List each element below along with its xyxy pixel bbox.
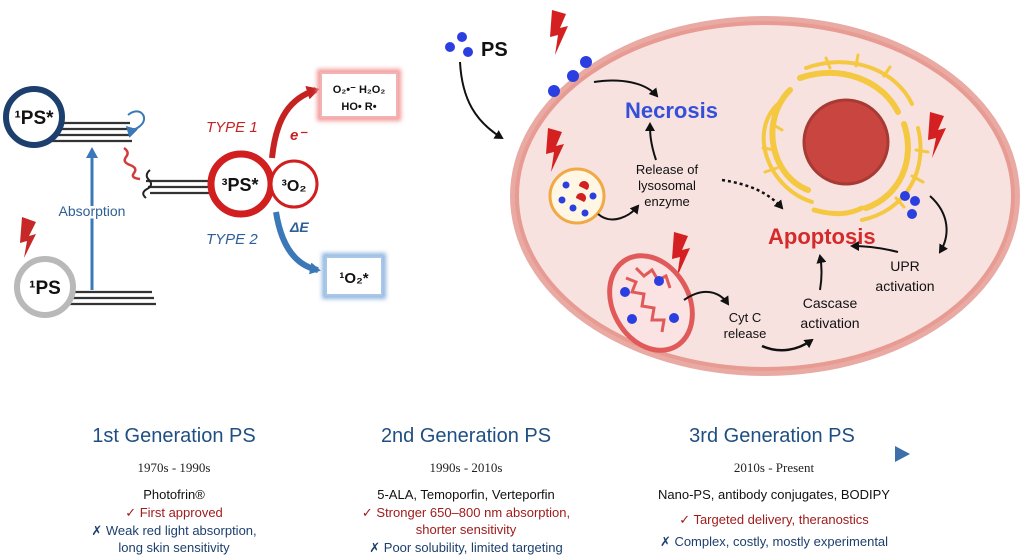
- cytc-release-arrow: [683, 290, 730, 306]
- gen3-period: 2010s - Present: [734, 460, 815, 475]
- gen1-pro-0: ✓ First approved: [125, 505, 223, 520]
- cytc-cascade-arrow: [761, 338, 814, 352]
- cytc-line2: release: [724, 326, 767, 341]
- gen3-con-0: ✗ Complex, costly, mostly experimental: [660, 534, 888, 549]
- gen3-pro-0: ✓ Targeted delivery, theranostics: [679, 512, 869, 527]
- generation-3: 3rd Generation PS 2010s - Present Nano-P…: [658, 425, 890, 549]
- gen1-examples: Photofrin®: [143, 487, 205, 502]
- gen3-examples: Nano-PS, antibody conjugates, BODIPY: [658, 487, 890, 502]
- cascade-apoptosis-arrow: [816, 254, 827, 291]
- cytc-line1: Cyt C: [729, 310, 762, 325]
- upr-line1: UPR: [890, 258, 920, 274]
- cell-diagram: PS Necrosis Release of lysosomal enz: [445, 10, 1020, 376]
- mitochondria-bolt-icon: [672, 232, 690, 277]
- jablonski-diagram: Absorption ¹PS* ¹PS ³PS* ³O₂ TYPE 1 e⁻ O…: [3, 69, 401, 318]
- er-bolt-icon: [928, 112, 946, 158]
- upr-line2: activation: [875, 278, 934, 294]
- endoplasmic-reticulum: [761, 53, 930, 222]
- lysosome-text-line2: lysosomal: [638, 178, 696, 193]
- type2-arrow: [273, 211, 321, 275]
- ros-line2: HO• R•: [341, 101, 376, 113]
- singlet-oxygen-box: [325, 256, 383, 296]
- singlet-oxygen-label: ¹O₂*: [339, 270, 368, 287]
- lysosome-apoptosis-dotted-arrow: [721, 178, 784, 210]
- relaxation-wave: [142, 169, 153, 199]
- gen2-examples: 5-ALA, Temoporfin, Verteporfin: [377, 487, 555, 502]
- upr-apoptosis-arrow: [850, 241, 899, 253]
- lysosome-text-line3: enzyme: [644, 194, 690, 209]
- cascade-line1: Cascase: [803, 295, 858, 311]
- type1-arrow: [269, 85, 320, 159]
- ground-state-ps-circle: [14, 256, 76, 318]
- gen2-pro-0: ✓ Stronger 650–800 nm absorption,: [362, 505, 570, 520]
- er-ps-dots: [900, 191, 920, 219]
- ps-entry-arrow: [459, 61, 504, 140]
- singlet-excited-ps-circle: [3, 86, 65, 148]
- lysosome-necrosis-arrow: [645, 122, 657, 161]
- gen1-con-0: ✗ Weak red light absorption,: [91, 523, 256, 538]
- ps-legend-label: PS: [481, 39, 508, 61]
- apoptosis-label: Apoptosis: [768, 224, 876, 249]
- lysosome-bolt-icon: [546, 128, 564, 172]
- absorption-label: Absorption: [59, 203, 126, 219]
- gen3-title: 3rd Generation PS: [689, 425, 855, 447]
- gen1-con-1: long skin sensitivity: [118, 540, 230, 555]
- intersystem-crossing-wave: [123, 146, 141, 181]
- generation-1: 1st Generation PS 1970s - 1990s Photofri…: [91, 425, 256, 555]
- lysosome-contents: [558, 180, 597, 217]
- ros-box: [320, 72, 398, 118]
- mitochondrion-cristae: [625, 266, 672, 333]
- light-bolt-icon: [20, 217, 36, 258]
- ground-state-ps-label: ¹PS: [29, 278, 61, 299]
- singlet-excited-ps-label: ¹PS*: [14, 108, 54, 129]
- triplet-ps-label: ³PS*: [221, 175, 258, 195]
- er-upr-arrow: [929, 195, 948, 254]
- gen2-period: 1990s - 2010s: [430, 460, 503, 475]
- gen2-pro-1: shorter sensitivity: [416, 522, 517, 537]
- ros-line1: O₂•⁻ H₂O₂: [333, 84, 386, 96]
- triplet-oxygen-label: ³O₂: [282, 178, 307, 195]
- nucleus: [802, 98, 890, 186]
- electron-label: e⁻: [290, 127, 308, 144]
- lysosome-text-line1: Release of: [636, 162, 699, 177]
- type2-label: TYPE 2: [206, 231, 258, 248]
- ps-legend-dots: [445, 32, 473, 57]
- gen1-title: 1st Generation PS: [92, 425, 255, 447]
- membrane-bolt-icon: [550, 10, 568, 55]
- gen2-title: 2nd Generation PS: [381, 425, 551, 447]
- generation-timeline: 1st Generation PS 1970s - 1990s Photofri…: [84, 425, 910, 555]
- membrane-ps-dots: [548, 56, 592, 97]
- lysosome-release-arrow: [597, 204, 640, 221]
- mitochondria-ps-dots: [620, 276, 679, 324]
- cascade-line2: activation: [800, 315, 859, 331]
- necrosis-label: Necrosis: [625, 98, 718, 123]
- necrosis-arrow: [593, 79, 659, 98]
- gen1-period: 1970s - 1990s: [138, 460, 211, 475]
- generation-2: 2nd Generation PS 1990s - 2010s 5-ALA, T…: [362, 425, 570, 555]
- triplet-oxygen-circle: [269, 159, 319, 209]
- gen2-con-0: ✗ Poor solubility, limited targeting: [369, 540, 562, 555]
- type1-label: TYPE 1: [206, 119, 258, 136]
- internal-conversion-arrow: [125, 110, 146, 138]
- delta-e-label: ΔE: [289, 219, 309, 235]
